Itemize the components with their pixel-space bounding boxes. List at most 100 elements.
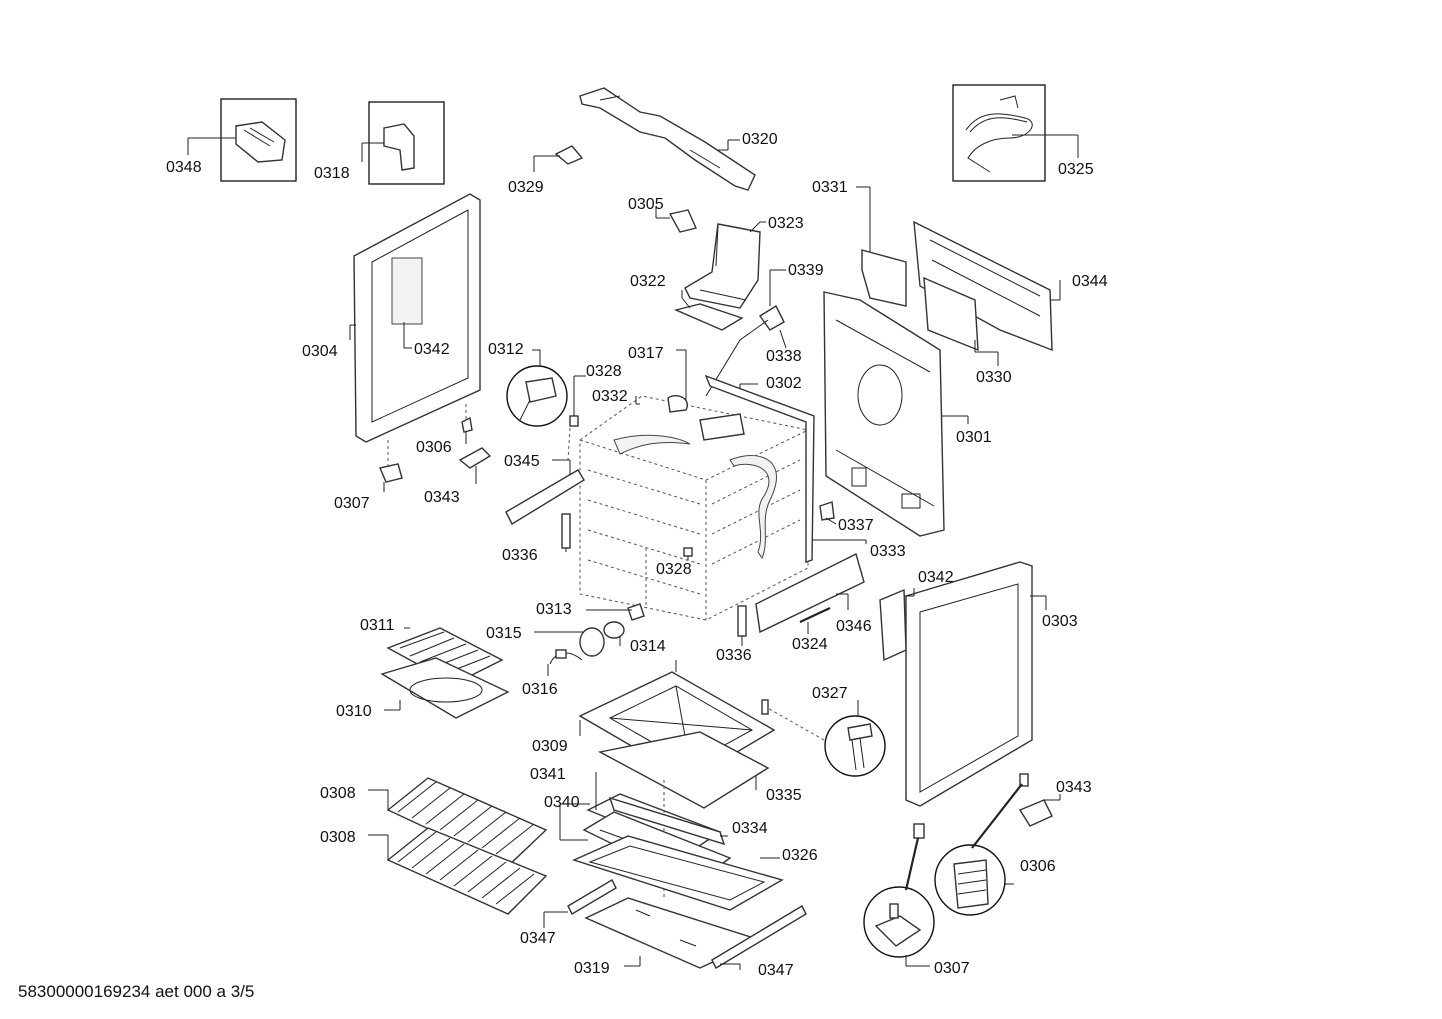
- part-0334-heater: [608, 796, 728, 846]
- label-0332: 0332: [592, 388, 628, 405]
- label-0312: 0312: [488, 341, 524, 358]
- part-0328-small: [567, 375, 586, 461]
- label-0308-a: 0308: [320, 785, 356, 802]
- label-0304: 0304: [302, 343, 338, 360]
- label-0347-b: 0347: [758, 962, 794, 979]
- part-0345-rail: [505, 459, 585, 525]
- label-0305: 0305: [628, 196, 664, 213]
- part-0326-base: [572, 835, 784, 911]
- part-0343-hinge-left: [458, 447, 492, 484]
- part-0337: [819, 501, 837, 525]
- label-0306-a: 0306: [416, 439, 452, 456]
- part-0342-bracket-right: [879, 588, 915, 662]
- label-0309: 0309: [532, 738, 568, 755]
- footer-document-id: 58300000169234 aet 000 a 3/5: [18, 982, 254, 1001]
- label-0313: 0313: [536, 601, 572, 618]
- part-0324-pin: [799, 607, 831, 634]
- part-0302-cavity: [579, 349, 809, 621]
- label-0306-b: 0306: [1020, 858, 1056, 875]
- part-0336-slide-left: [561, 513, 571, 552]
- label-0346: 0346: [836, 618, 872, 635]
- inset-0348: [187, 98, 297, 182]
- part-0346-rail: [755, 552, 865, 634]
- part-0320-rail: [579, 87, 756, 191]
- label-0337: 0337: [838, 517, 874, 534]
- label-0344: 0344: [1072, 273, 1108, 290]
- part-0335-tray: [597, 731, 770, 809]
- label-0329: 0329: [508, 179, 544, 196]
- label-0320: 0320: [742, 131, 778, 148]
- label-0323: 0323: [768, 215, 804, 232]
- part-0339-sensor: [705, 269, 787, 397]
- part-0301-back-panel: [823, 291, 969, 537]
- label-0336-a: 0336: [502, 547, 538, 564]
- label-0330: 0330: [976, 369, 1012, 386]
- part-0304-side-panel: [349, 193, 481, 443]
- label-0331: 0331: [812, 179, 848, 196]
- part-0315-cover: [534, 627, 605, 657]
- part-0310-grill-pan: [380, 657, 510, 719]
- label-0336-b: 0336: [716, 647, 752, 664]
- inset-0325: [952, 84, 1079, 182]
- label-0324: 0324: [792, 636, 828, 653]
- label-0311: 0311: [360, 617, 395, 634]
- label-0342-b: 0342: [918, 569, 954, 586]
- part-0328-clip-b: [683, 547, 693, 560]
- label-0301: 0301: [956, 429, 992, 446]
- label-0342-a: 0342: [414, 341, 450, 358]
- label-0345: 0345: [504, 453, 540, 470]
- part-0347-rail-left: [543, 879, 617, 928]
- label-0334: 0334: [732, 820, 768, 837]
- part-0307-leg-left: [379, 440, 403, 492]
- label-0335: 0335: [766, 787, 802, 804]
- label-0326: 0326: [782, 847, 818, 864]
- part-0306-foot-detail: [934, 844, 1014, 916]
- label-0327: 0327: [812, 685, 848, 702]
- label-0347-a: 0347: [520, 930, 556, 947]
- part-0313-socket: [586, 548, 647, 621]
- part-0316-wire: [547, 649, 583, 676]
- label-0340: 0340: [544, 794, 580, 811]
- inset-0318: [361, 101, 445, 185]
- label-0308-b: 0308: [320, 829, 356, 846]
- part-0329-clip: [533, 145, 584, 172]
- part-0308-rack-lower: [368, 827, 548, 915]
- label-0318: 0318: [314, 165, 350, 182]
- label-0341: 0341: [530, 766, 566, 783]
- part-0333-seal: [704, 374, 867, 563]
- label-0322: 0322: [630, 273, 666, 290]
- label-0328-a: 0328: [586, 363, 622, 380]
- part-0303-side-panel: [905, 561, 1047, 807]
- part-0336-slide-right: [737, 605, 747, 646]
- label-0328-b: 0328: [656, 561, 692, 578]
- label-0310: 0310: [336, 703, 372, 720]
- part-0322-plate: [673, 290, 744, 331]
- label-0317: 0317: [628, 345, 664, 362]
- label-0343-b: 0343: [1056, 779, 1092, 796]
- part-0330-panel: [923, 276, 999, 366]
- label-0348: 0348: [166, 159, 202, 176]
- part-0307-leg-detail: [863, 886, 935, 967]
- part-0331-bracket: [856, 186, 907, 307]
- part-0314-lamp: [603, 621, 625, 646]
- part-0306-foot-left: [461, 404, 473, 444]
- label-0319: 0319: [574, 960, 610, 977]
- label-0307-b: 0307: [934, 960, 970, 977]
- part-0323-duct: [684, 221, 766, 309]
- label-0302: 0302: [766, 375, 802, 392]
- label-0303: 0303: [1042, 613, 1078, 630]
- label-0325: 0325: [1058, 161, 1094, 178]
- label-0343-a: 0343: [424, 489, 460, 506]
- part-0347-rail-right: [711, 905, 807, 970]
- label-0307-a: 0307: [334, 495, 370, 512]
- label-0316: 0316: [522, 681, 558, 698]
- label-0338: 0338: [766, 348, 802, 365]
- part-0343-hinge-right: [904, 773, 1061, 891]
- label-0315: 0315: [486, 625, 522, 642]
- part-0312-detail: [506, 349, 568, 427]
- label-0333: 0333: [870, 543, 906, 560]
- label-0339: 0339: [788, 262, 824, 279]
- label-0314: 0314: [630, 638, 666, 655]
- part-0327-detail: [761, 699, 886, 777]
